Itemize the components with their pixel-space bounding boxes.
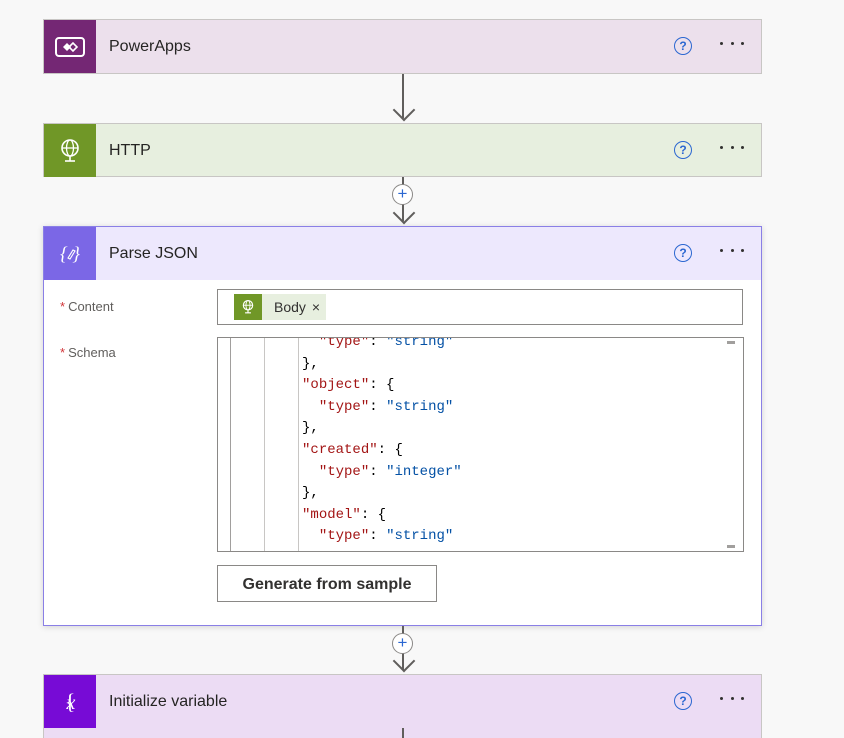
code-line: },: [218, 483, 462, 505]
code-line: "type": "string": [218, 526, 462, 548]
json-punctuation: : {: [360, 506, 387, 523]
json-punctuation: },: [302, 485, 319, 502]
arrow-down-icon: [392, 649, 416, 673]
json-punctuation: :: [369, 398, 387, 415]
step-title: HTTP: [109, 142, 151, 159]
more-options-icon[interactable]: [717, 32, 747, 54]
indent-guide: [298, 338, 299, 551]
step-header[interactable]: HTTP ?: [44, 124, 761, 177]
json-value: "string": [386, 528, 454, 545]
more-options-icon[interactable]: [717, 687, 747, 709]
code-line: "object": {: [218, 375, 462, 397]
code-line: "model": {: [218, 505, 462, 527]
code-line: "type": "string": [218, 337, 462, 354]
json-value: "string": [386, 398, 454, 415]
more-options-icon[interactable]: [717, 136, 747, 158]
scrollbar-top-marker[interactable]: [727, 341, 735, 344]
code-line: "type": "integer": [218, 462, 462, 484]
globe-icon: [234, 294, 262, 320]
json-key: "object": [302, 377, 370, 394]
content-label-text: Content: [68, 299, 114, 314]
add-step-button[interactable]: +: [392, 184, 413, 205]
step-header[interactable]: PowerApps ?: [44, 20, 761, 73]
arrow-down-icon: [392, 201, 416, 225]
json-key: "model": [302, 506, 361, 523]
code-line: },: [218, 418, 462, 440]
step-card-powerapps[interactable]: PowerApps ?: [43, 19, 762, 74]
arrow-down-icon: [392, 98, 416, 122]
content-label: *Content: [60, 299, 114, 314]
step-title: Parse JSON: [109, 245, 198, 262]
svg-text:{: {: [65, 689, 76, 714]
step-header[interactable]: { } Parse JSON ?: [44, 227, 761, 280]
step-card-initialize-variable[interactable]: { x Initialize variable ?: [43, 674, 762, 738]
generate-from-sample-button[interactable]: Generate from sample: [217, 565, 437, 602]
powerapps-icon: [44, 20, 96, 73]
add-step-button[interactable]: +: [392, 633, 413, 654]
json-key: "type": [318, 398, 370, 415]
parse-json-icon: { }: [44, 227, 96, 280]
content-input[interactable]: Body ×: [217, 289, 743, 325]
variable-icon: { x: [44, 675, 96, 728]
step-title: Initialize variable: [109, 693, 228, 710]
step-card-http[interactable]: HTTP ?: [43, 123, 762, 177]
help-icon[interactable]: ?: [674, 37, 692, 55]
more-options-icon[interactable]: [717, 239, 747, 261]
json-value: "integer": [386, 463, 462, 480]
remove-token-icon[interactable]: ×: [311, 299, 321, 315]
json-value: "string": [386, 337, 454, 350]
required-mark: *: [60, 299, 66, 314]
json-key: "type": [318, 337, 370, 350]
code-line: },: [218, 354, 462, 376]
json-punctuation: : {: [377, 441, 403, 458]
scrollbar-bottom-marker[interactable]: [727, 545, 735, 548]
step-title: PowerApps: [109, 38, 191, 55]
schema-label-text: Schema: [68, 345, 116, 360]
json-punctuation: },: [302, 355, 319, 372]
json-punctuation: :: [369, 337, 387, 350]
json-key: "type": [318, 463, 370, 480]
connector-line: [402, 728, 404, 738]
required-mark: *: [60, 345, 66, 360]
svg-text:x: x: [66, 692, 76, 714]
help-icon[interactable]: ?: [674, 692, 692, 710]
schema-label: *Schema: [60, 345, 116, 360]
json-punctuation: : {: [369, 377, 395, 394]
code-line: "created": {: [218, 440, 462, 462]
json-punctuation: :: [369, 528, 387, 545]
json-punctuation: :: [369, 463, 387, 480]
json-key: "created": [302, 441, 378, 458]
code-line: "type": "string": [218, 397, 462, 419]
indent-guide: [264, 338, 265, 551]
dynamic-content-token[interactable]: Body ×: [234, 294, 327, 320]
schema-editor[interactable]: "type": "string" }, "object": { "type": …: [217, 337, 744, 552]
connector-line: [402, 74, 404, 118]
help-icon[interactable]: ?: [674, 244, 692, 262]
schema-code: "type": "string" }, "object": { "type": …: [218, 337, 462, 548]
editor-gutter: [230, 338, 231, 551]
step-card-parse-json[interactable]: { } Parse JSON ? *Content Body ×: [43, 226, 762, 626]
globe-icon: [44, 124, 96, 177]
json-key: "type": [318, 528, 370, 545]
token-label: Body: [274, 299, 306, 315]
json-punctuation: },: [302, 420, 319, 437]
help-icon[interactable]: ?: [674, 141, 692, 159]
step-header[interactable]: { x Initialize variable ?: [44, 675, 761, 728]
